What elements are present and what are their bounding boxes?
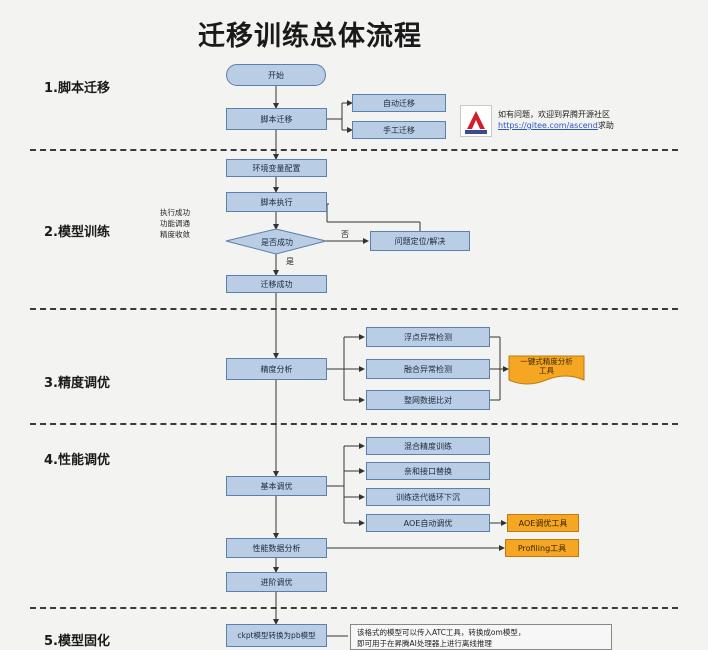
section-label-precision-tuning: 3.精度调优 [44,376,110,391]
note-item: 精度收敛 [160,230,190,239]
whole-compare-node: 整网数据比对 [366,390,490,410]
fusion-detect-node: 融合异常检测 [366,359,490,379]
migration-success-node: 迁移成功 [226,275,327,293]
note-line: 即可用于在昇腾AI处理器上进行离线推理 [357,639,492,648]
affinity-replace-node: 亲和接口替换 [366,462,490,480]
env-config-node: 环境变量配置 [226,159,327,177]
start-node: 开始 [226,64,326,86]
precision-analysis-node: 精度分析 [226,358,327,380]
basic-tune-node: 基本调优 [226,476,327,496]
section-divider [30,149,678,151]
section-label-script-migration: 1.脚本迁移 [44,81,110,96]
section-label-model-training: 2.模型训练 [44,225,110,240]
mixed-precision-node: 混合精度训练 [366,437,490,455]
note-item: 执行成功 [160,208,190,217]
help-link-line: https://gitee.com/ascend求助 [498,120,614,131]
manual-migration-node: 手工迁移 [352,121,446,139]
decision-diamond [225,228,327,255]
advanced-tune-node: 进阶调优 [226,572,327,592]
yes-label: 是 [286,257,294,266]
precision-tool: 一键式精度分析 工具 [509,357,584,375]
help-text: 如有问题，欢迎到昇腾开源社区 [498,110,610,119]
precision-tool-line: 一键式精度分析 [520,357,573,366]
section-label-performance-tuning: 4.性能调优 [44,453,110,468]
script-exec-node: 脚本执行 [226,192,327,212]
gitee-link[interactable]: https://gitee.com/ascend [498,121,598,130]
precision-tool-shape [508,355,585,385]
om-conversion-note: 该格式的模型可以传入ATC工具，转换成om模型， 即可用于在昇腾AI处理器上进行… [350,624,612,650]
section-divider [30,607,678,609]
decision-label: 是否成功 [261,237,293,247]
ckpt-convert-node: ckpt模型转换为pb模型 [226,624,327,647]
page-title: 迁移训练总体流程 [198,21,422,52]
section-label-model-solidification: 5.模型固化 [44,634,110,649]
script-migration-node: 脚本迁移 [226,108,327,130]
help-suffix: 求助 [597,121,614,130]
auto-migration-node: 自动迁移 [352,94,446,112]
train-iteration-node: 训练迭代循环下沉 [366,488,490,506]
aoe-tune-node: AOE自动调优 [366,514,490,532]
success-criteria-notes: 执行成功 功能调通 精度收敛 [160,207,190,240]
profiling-tool: Profiling工具 [505,539,579,557]
note-line: 该格式的模型可以传入ATC工具，转换成om模型， [357,628,526,637]
problem-fix-node: 问题定位/解决 [370,231,470,251]
no-label: 否 [341,230,349,239]
section-divider [30,308,678,310]
ascend-logo-icon [460,105,492,137]
perf-analysis-node: 性能数据分析 [226,538,327,558]
note-item: 功能调通 [160,219,190,228]
aoe-tool: AOE调优工具 [507,514,579,532]
float-detect-node: 浮点异常检测 [366,327,490,347]
section-divider [30,423,678,425]
precision-tool-line: 工具 [539,366,554,375]
